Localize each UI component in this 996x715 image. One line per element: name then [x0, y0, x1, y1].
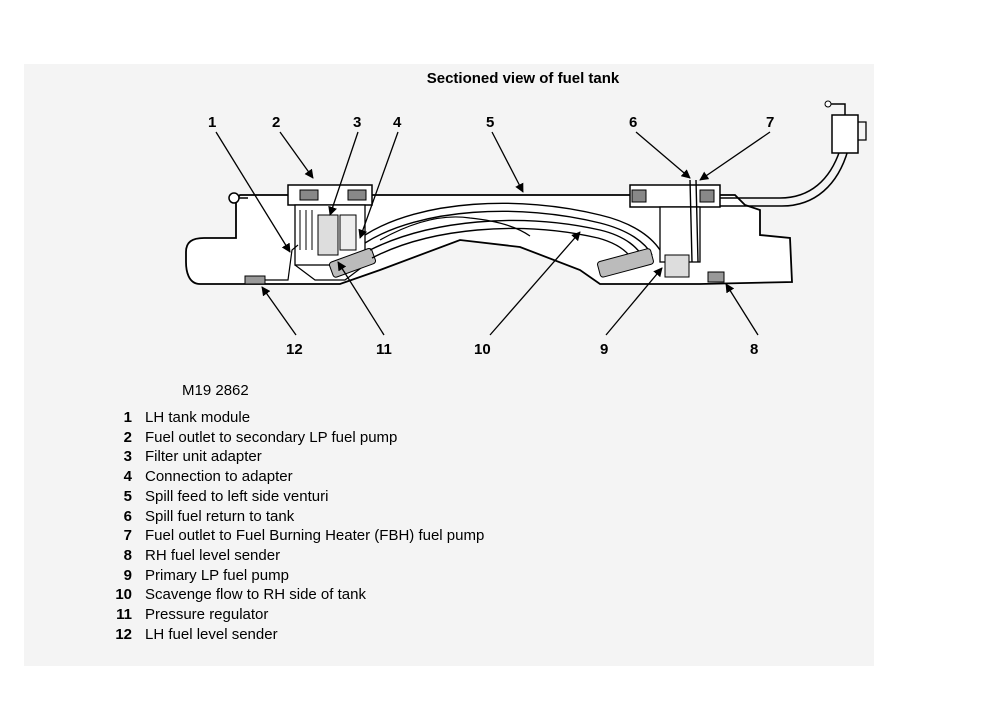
rh-fuel-level-sender — [707, 271, 725, 283]
tank-outline — [185, 194, 793, 285]
callout-2: 2 — [272, 114, 280, 131]
cross-tank-pipes — [364, 202, 661, 269]
legend-text: RH fuel level sender — [145, 546, 281, 564]
legend-text: LH tank module — [145, 409, 251, 426]
callout-labels: 1 2 3 4 5 6 7 8 9 10 11 12 — [208, 114, 774, 358]
callout-leaders — [215, 131, 771, 336]
lh-fuel-level-sender — [244, 244, 299, 285]
legend-item: 10 Scavenge flow to RH side of tank — [108, 585, 485, 605]
callout-3: 3 — [353, 114, 361, 131]
legend-text: Fuel outlet to secondary LP fuel pump — [145, 428, 398, 446]
callout-6: 6 — [629, 114, 637, 131]
legend-item: 8 RH fuel level sender — [108, 546, 485, 566]
legend-text: Connection to adapter — [145, 468, 293, 486]
legend-text: LH fuel level sender — [145, 625, 278, 643]
legend-number: 4 — [123, 468, 132, 486]
legend-number: 12 — [115, 625, 132, 643]
legend-item: 3 Filter unit adapter — [108, 447, 485, 467]
callout-12: 12 — [286, 341, 303, 358]
figure-title: Sectioned view of fuel tank — [426, 70, 620, 87]
legend-number: 10 — [115, 586, 132, 604]
legend-text: Scavenge flow to RH side of tank — [145, 586, 366, 604]
legend-item: 7 Fuel outlet to Fuel Burning Heater (FB… — [108, 526, 485, 546]
legend-item: 2 Fuel outlet to secondary LP fuel pump — [108, 428, 485, 448]
callout-5: 5 — [486, 114, 494, 131]
figure-reference: M19 2862 — [182, 382, 249, 399]
legend-text: Spill fuel return to tank — [145, 507, 295, 525]
callout-11: 11 — [376, 341, 392, 358]
legend-item: 6 Spill fuel return to tank — [108, 507, 485, 527]
legend-text: Spill feed to left side venturi — [145, 487, 329, 505]
legend-item: 11 Pressure regulator — [108, 605, 485, 625]
legend-text: Pressure regulator — [145, 606, 269, 624]
callout-1: 1 — [208, 114, 216, 131]
legend-number: 7 — [123, 527, 132, 545]
legend-item: 12 LH fuel level sender — [108, 625, 485, 645]
callout-9: 9 — [600, 341, 608, 358]
legend-number: 11 — [116, 606, 132, 624]
legend-text: Filter unit adapter — [145, 448, 262, 466]
legend-text: Primary LP fuel pump — [145, 566, 289, 584]
legend-number: 6 — [123, 507, 132, 525]
legend-number: 8 — [123, 546, 132, 564]
callout-4: 4 — [393, 114, 402, 131]
legend-number: 9 — [123, 566, 132, 584]
legend-item: 9 Primary LP fuel pump — [108, 566, 485, 586]
legend-number: 3 — [123, 448, 132, 466]
legend-item: 5 Spill feed to left side venturi — [108, 487, 485, 507]
callout-8: 8 — [750, 341, 758, 358]
legend-number: 1 — [123, 409, 132, 426]
fbh-outlet-pipe — [720, 100, 867, 207]
left-fitting — [228, 192, 248, 204]
legend-number: 5 — [123, 487, 132, 505]
rh-tank-module — [629, 179, 721, 278]
legend: 1 LH tank module 2 Fuel outlet to second… — [108, 408, 485, 644]
figure-panel — [24, 64, 874, 666]
primary-lp-fuel-pump — [597, 248, 654, 278]
legend-number: 2 — [123, 428, 132, 446]
callout-7: 7 — [766, 114, 774, 131]
legend-item: 4 Connection to adapter — [108, 467, 485, 487]
callout-10: 10 — [474, 341, 491, 358]
legend-item: 1 LH tank module — [108, 408, 485, 428]
legend-text: Fuel outlet to Fuel Burning Heater (FBH)… — [145, 527, 485, 545]
